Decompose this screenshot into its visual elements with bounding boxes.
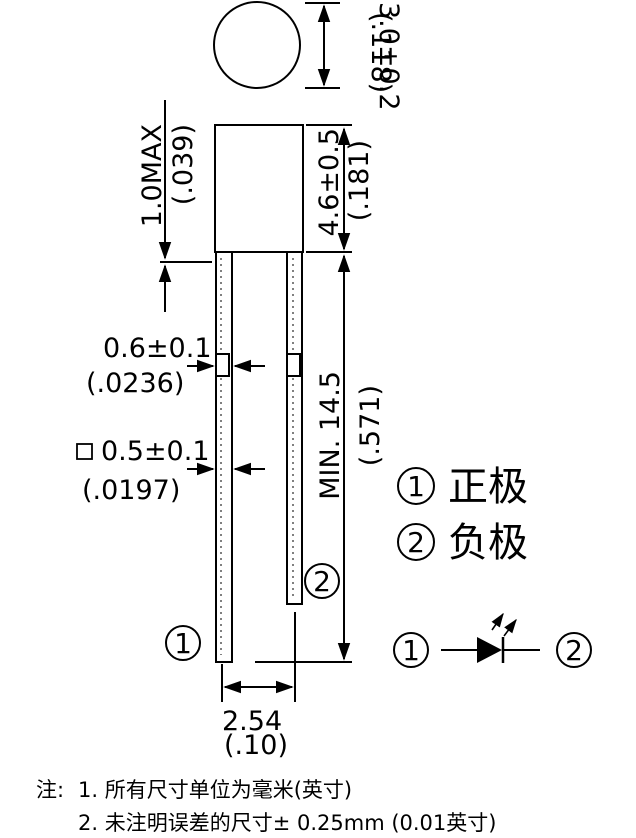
legend-pin1-marker	[397, 467, 435, 505]
led-body	[214, 124, 304, 253]
symbol-pin1-number: 1	[402, 634, 420, 667]
diode-triangle	[477, 637, 502, 663]
lens-diameter-inch-text: (.118)	[365, 12, 396, 93]
legend-pin2-number: 2	[407, 526, 425, 559]
legend-pin1-number: 1	[407, 470, 425, 503]
lead-square-inch-text: (.0197)	[82, 475, 180, 506]
lead-cathode	[286, 251, 303, 605]
notes-line2: 2. 未注明误差的尺寸± 0.25mm (0.01英寸)	[78, 811, 496, 835]
lead-width-inch-text: (.0236)	[86, 368, 184, 399]
body-max-inch-text: (.039)	[168, 124, 199, 205]
symbol-pin1-marker	[393, 632, 429, 668]
pitch-text: 2.54	[222, 706, 282, 737]
legend-pin2-marker	[397, 523, 435, 561]
body-max-text: 1.0MAX	[137, 124, 168, 227]
lead-length-text: MIN. 14.5	[315, 371, 346, 500]
body-height-inch-text: (.181)	[344, 140, 375, 221]
lead-width-text: 0.6±0.1	[103, 333, 212, 364]
legend-cathode-text: 负极	[448, 520, 528, 566]
lens-top-view	[213, 1, 301, 89]
symbol-pin2-number: 2	[565, 634, 583, 667]
pin1-marker	[165, 625, 201, 661]
lead-length-inch-text: (.571)	[355, 385, 386, 466]
notes-prefix: 注:	[36, 778, 64, 802]
lead-square-text: 0.5±0.1	[101, 436, 210, 467]
lead-anode	[215, 251, 233, 663]
symbol-pin2-marker	[556, 632, 592, 668]
legend-anode-text: 正极	[448, 464, 528, 510]
body-height-text: 4.6±0.5	[314, 128, 345, 237]
lens-diameter-text: 3.0±0.2	[373, 2, 404, 111]
pin1-number: 1	[174, 627, 192, 660]
pin2-marker	[304, 563, 340, 599]
square-section-symbol	[76, 443, 93, 460]
notes-line1: 1. 所有尺寸单位为毫米(英寸)	[78, 778, 352, 802]
pitch-inch-text: (.10)	[224, 730, 288, 761]
pin2-number: 2	[313, 565, 331, 598]
